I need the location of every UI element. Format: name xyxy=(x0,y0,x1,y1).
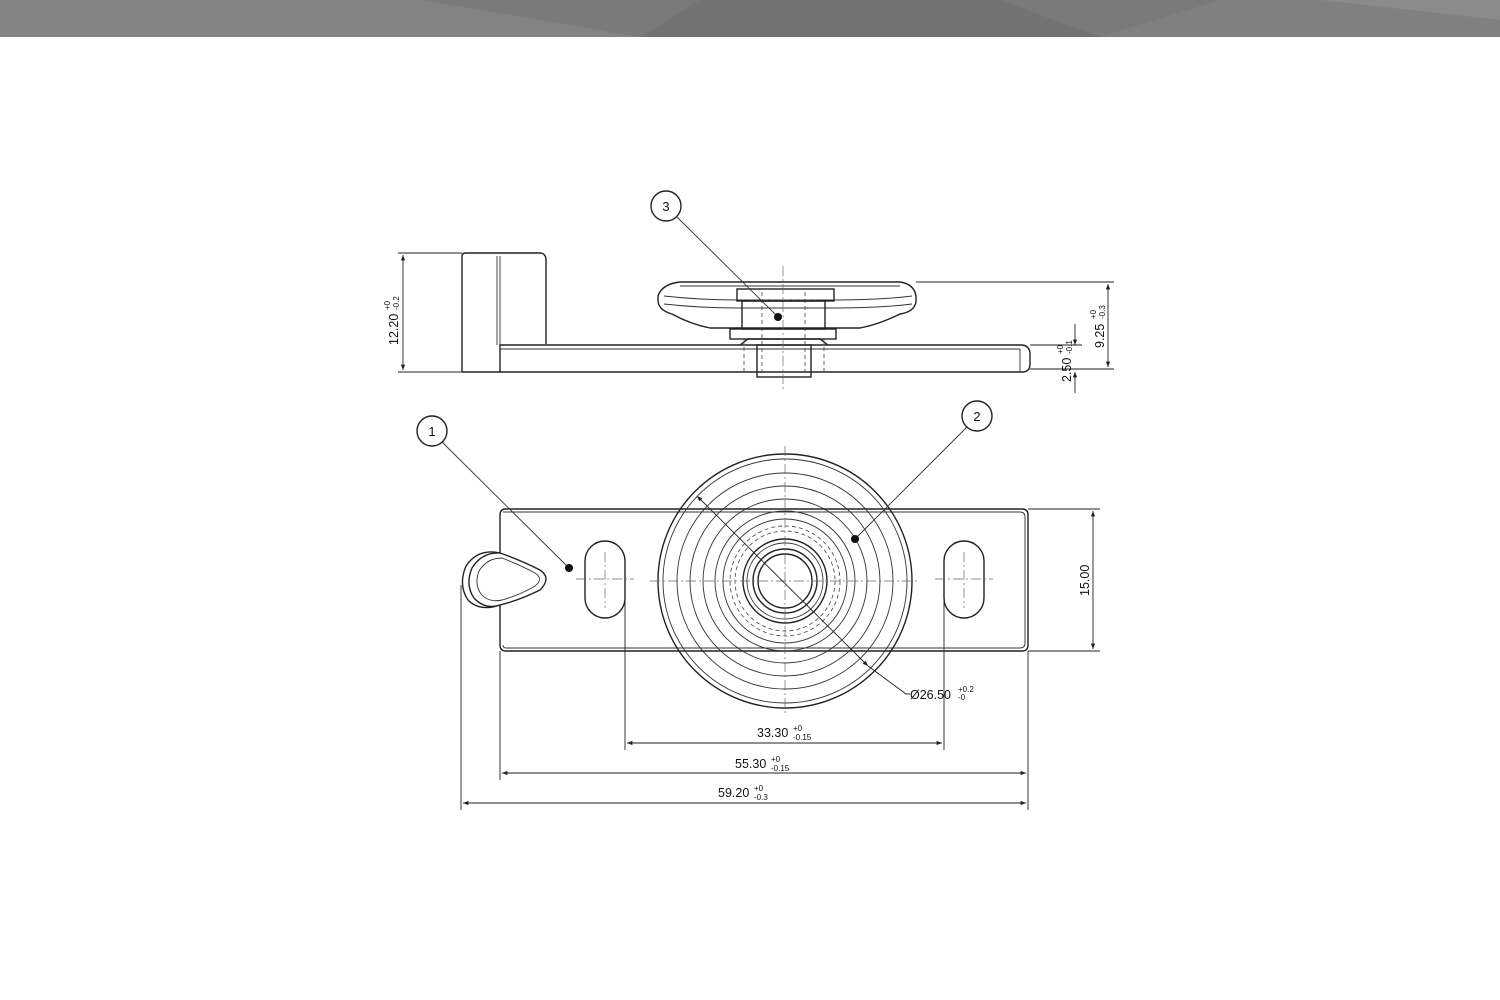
dim-plate-len-tol-upper: +0 xyxy=(771,755,781,764)
header-band xyxy=(0,0,1500,37)
dim-plate-tol-lower: -0.1 xyxy=(1065,340,1074,354)
side-post xyxy=(461,252,547,373)
dim-plate-value: 2.50 xyxy=(1060,358,1074,382)
callout-2: 2 xyxy=(851,400,993,543)
top-plate xyxy=(461,508,1029,652)
callout-1-label: 1 xyxy=(428,424,435,439)
header-band-pattern xyxy=(0,0,1500,37)
side-hub xyxy=(729,266,837,392)
dim-width-value: 15.00 xyxy=(1078,565,1092,596)
dim-boss-value: 9.25 xyxy=(1093,324,1107,348)
dim-width: 15.00 xyxy=(1028,508,1100,652)
dim-plate-len: 55.30 +0 -0.15 xyxy=(499,651,1029,780)
callout-1: 1 xyxy=(416,415,573,572)
dim-height-tol-lower: -0.2 xyxy=(392,296,401,310)
dim-boss-tol-upper: +0 xyxy=(1089,309,1098,319)
dim-overall-value: 59.20 xyxy=(718,786,749,800)
dim-height-value: 12.20 xyxy=(387,314,401,345)
callout-3: 3 xyxy=(650,190,782,321)
dim-diameter-tol-lower: -0 xyxy=(958,693,966,702)
dim-diameter: Ø26.50 +0.2 -0 xyxy=(696,495,974,702)
dim-slots-tol-lower: -0.15 xyxy=(793,733,812,742)
dim-height-tol-upper: +0 xyxy=(383,300,392,310)
side-roller xyxy=(657,281,917,329)
dim-diameter-value: Ø26.50 xyxy=(910,688,951,702)
dim-overall-tol-lower: -0.3 xyxy=(754,793,768,802)
dim-boss: 9.25 +0 -0.3 xyxy=(916,281,1114,370)
side-view: 12.20 +0 -0.2 9.25 +0 -0.3 2.50 +0 xyxy=(383,190,1114,393)
side-base-plate xyxy=(499,344,1031,373)
dim-boss-tol-lower: -0.3 xyxy=(1098,305,1107,319)
slot-right xyxy=(935,540,993,619)
dim-slots-value: 33.30 xyxy=(757,726,788,740)
dim-plate-len-value: 55.30 xyxy=(735,757,766,771)
dim-height: 12.20 +0 -0.2 xyxy=(383,252,462,373)
dim-plate-len-tol-lower: -0.15 xyxy=(771,764,790,773)
dim-overall: 59.20 +0 -0.3 xyxy=(460,585,1029,810)
callout-2-label: 2 xyxy=(973,409,980,424)
dim-slots-tol-upper: +0 xyxy=(793,724,803,733)
top-wheel xyxy=(650,446,920,716)
callout-3-label: 3 xyxy=(662,199,669,214)
top-view: 15.00 Ø26.50 +0.2 -0 33.30 +0 -0.15 55.3… xyxy=(416,400,1100,810)
slot-left xyxy=(576,540,634,619)
dim-plate: 2.50 +0 -0.1 xyxy=(1030,324,1082,393)
dim-plate-tol-upper: +0 xyxy=(1056,344,1065,354)
dim-overall-tol-upper: +0 xyxy=(754,784,764,793)
dim-slots: 33.30 +0 -0.15 xyxy=(624,600,945,750)
dim-diameter-tol-upper: +0.2 xyxy=(958,685,974,694)
